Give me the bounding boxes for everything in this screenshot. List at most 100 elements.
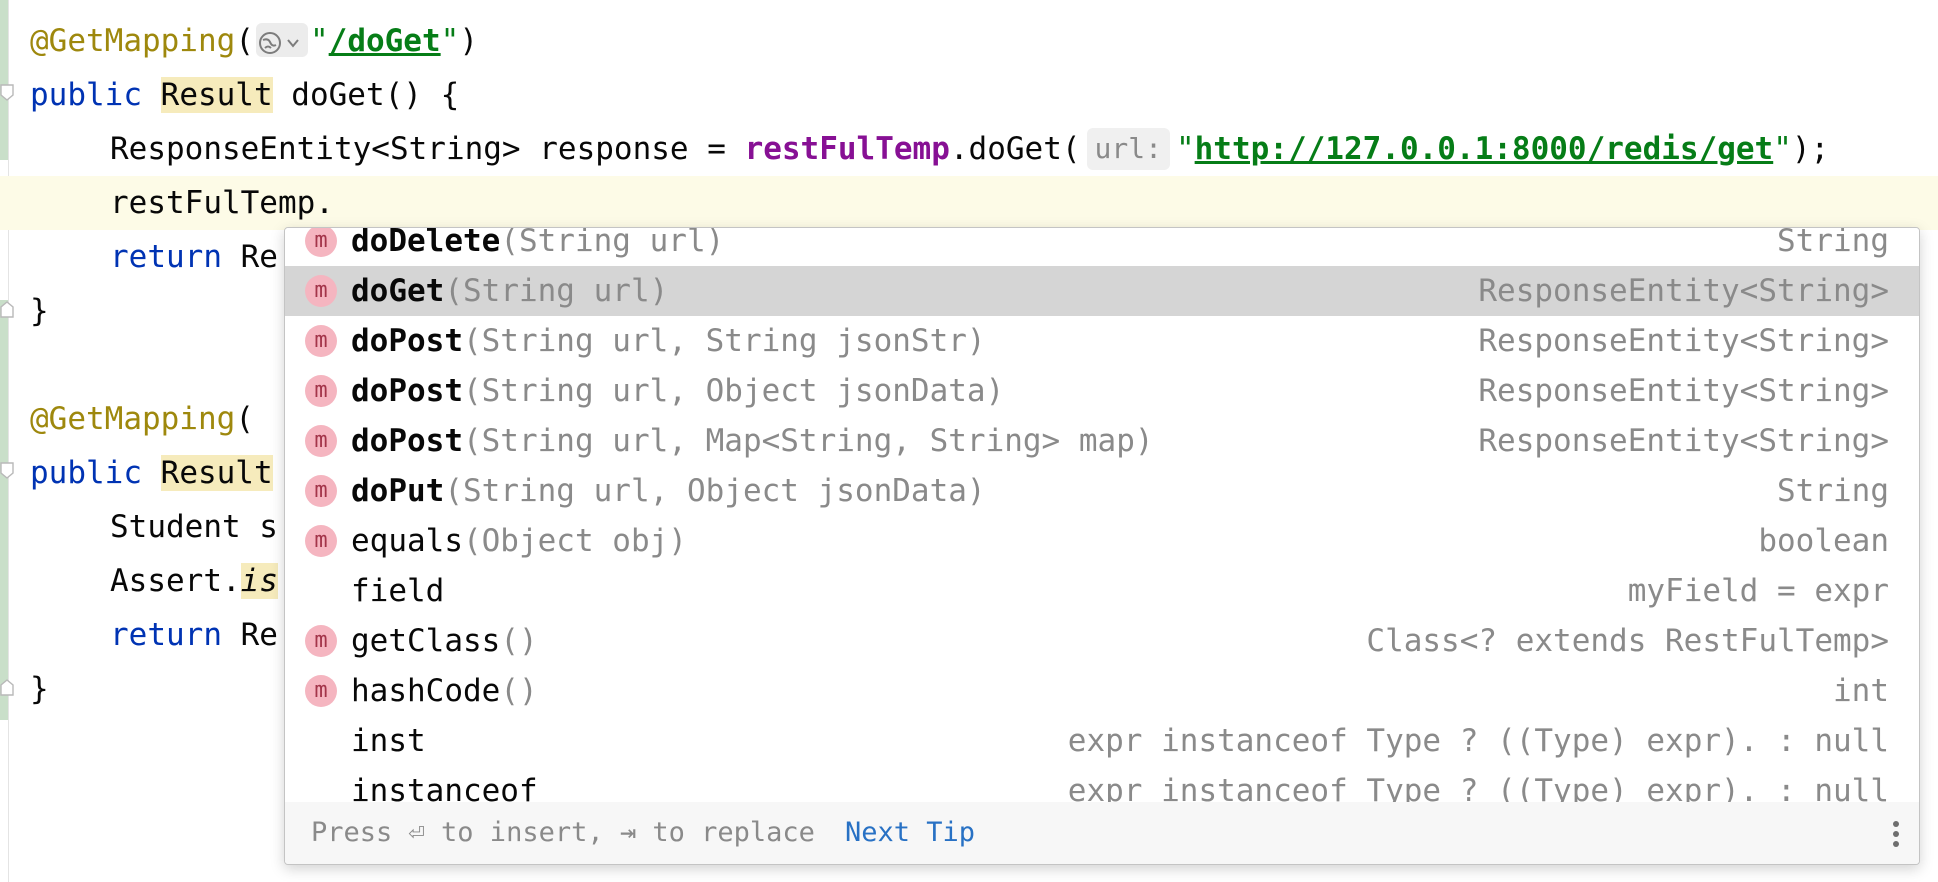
completion-item-type: int	[1833, 673, 1889, 709]
code-line-2[interactable]: public Result doGet() {	[30, 77, 460, 113]
completion-item-params: (String url)	[444, 273, 669, 309]
completion-item-label: getClass()	[351, 616, 538, 666]
fold-open-icon[interactable]	[0, 84, 14, 102]
completion-item[interactable]: field myField = expr	[285, 566, 1919, 616]
completion-item[interactable]: m hashCode() int	[285, 666, 1919, 716]
completion-item-label: doPost(String url, Map<String, String> m…	[351, 416, 1154, 466]
completion-item-params: (Object obj)	[462, 523, 687, 559]
completion-item-type: expr instanceof Type ? ((Type) expr). : …	[1067, 723, 1889, 759]
completion-item[interactable]: inst expr instanceof Type ? ((Type) expr)…	[285, 716, 1919, 766]
completion-item-type: ResponseEntity<String>	[1478, 273, 1889, 309]
method-icon: m	[305, 228, 337, 257]
completion-item-name: doPost	[351, 373, 463, 409]
change-marker	[0, 0, 8, 160]
completion-item-label: doPut(String url, Object jsonData)	[351, 466, 986, 516]
method-icon: m	[305, 625, 337, 657]
completion-item[interactable]: instanceof expr instanceof Type ? ((Type)…	[285, 766, 1919, 802]
fold-close-icon[interactable]	[0, 300, 14, 318]
completion-footer: Press ⏎ to insert, ⇥ to replace Next Tip	[285, 802, 1919, 864]
completion-item-name: doPut	[351, 473, 445, 509]
code-line-6[interactable]: }	[30, 293, 49, 329]
completion-item-label: instanceof	[351, 766, 538, 802]
url-string-link[interactable]: http://127.0.0.1:8000/redis/get	[1194, 131, 1774, 167]
completion-item-type: boolean	[1758, 523, 1889, 559]
code-line-3[interactable]: ResponseEntity<String> response = restFu…	[0, 122, 1938, 176]
completion-item-name: getClass	[351, 623, 501, 659]
completion-item-label: doDelete(String url)	[351, 228, 724, 266]
annotation: @GetMapping	[30, 23, 236, 59]
completion-item-params: (String url, Object jsonData)	[462, 373, 1005, 409]
change-marker	[0, 300, 8, 720]
method-icon: m	[305, 275, 337, 307]
gutter-divider	[8, 0, 9, 882]
completion-item-label: hashCode()	[351, 666, 538, 716]
completion-item-label: doPost(String url, String jsonStr)	[351, 316, 986, 366]
completion-item-label: doGet(String url)	[351, 266, 668, 316]
completion-item-name: instanceof	[351, 773, 538, 802]
completion-item-name: field	[351, 573, 445, 609]
globe-endpoint-icon[interactable]	[255, 22, 308, 57]
keyword: public	[30, 77, 142, 113]
mapping-path-link[interactable]: /doGet	[328, 23, 441, 59]
completion-item-name: doGet	[351, 273, 445, 309]
insert-hint: Press ⏎ to insert, ⇥ to replace	[311, 817, 815, 848]
completion-item-params: (String url, Object jsonData)	[444, 473, 986, 509]
current-line-text: restFulTemp.	[110, 185, 334, 221]
code-line-4-current[interactable]: restFulTemp.	[0, 176, 1938, 230]
completion-item[interactable]: m doDelete(String url) String	[285, 228, 1919, 266]
method-icon: m	[305, 525, 337, 557]
completion-item-type: ResponseEntity<String>	[1478, 373, 1889, 409]
code-line-8[interactable]: public Result	[30, 455, 273, 491]
completion-item-type: String	[1777, 228, 1889, 259]
completion-item-type: String	[1777, 473, 1889, 509]
next-tip-link[interactable]: Next Tip	[845, 817, 976, 848]
completion-item[interactable]: m getClass() Class<? extends RestFulTemp>	[285, 616, 1919, 666]
code-line-7[interactable]: @GetMapping(	[30, 401, 254, 437]
code-line-10[interactable]: Assert.is	[110, 563, 278, 599]
more-options-icon[interactable]	[1893, 821, 1899, 851]
completion-item-params: (String url, Map<String, String> map)	[462, 423, 1154, 459]
code-line-9[interactable]: Student s	[110, 509, 278, 545]
completion-item-params: ()	[500, 623, 538, 659]
completion-item-name: hashCode	[351, 673, 501, 709]
field-name: restFulTemp	[744, 131, 950, 167]
completion-item-params: ()	[500, 673, 538, 709]
code-line-1[interactable]: @GetMapping("/doGet")	[30, 22, 478, 59]
fold-close-icon[interactable]	[0, 678, 14, 696]
paren: (	[235, 23, 254, 59]
method-icon: m	[305, 675, 337, 707]
code-line-11[interactable]: return Re	[110, 617, 278, 653]
completion-item-type: ResponseEntity<String>	[1478, 423, 1889, 459]
type-name: Result	[160, 77, 273, 113]
completion-item-label: doPost(String url, Object jsonData)	[351, 366, 1004, 416]
completion-item-type: ResponseEntity<String>	[1478, 323, 1889, 359]
completion-item-name: equals	[351, 523, 463, 559]
completion-item-name: doDelete	[351, 228, 501, 259]
method-icon: m	[305, 325, 337, 357]
completion-item-label: equals(Object obj)	[351, 516, 687, 566]
completion-item-label: field	[351, 566, 444, 616]
code-line-12[interactable]: }	[30, 671, 49, 707]
completion-item-type: expr instanceof Type ? ((Type) expr). : …	[1067, 773, 1889, 802]
method-icon: m	[305, 475, 337, 507]
completion-item-name: inst	[351, 723, 426, 759]
completion-item-type: Class<? extends RestFulTemp>	[1366, 623, 1889, 659]
completion-item-label: inst	[351, 716, 426, 766]
completion-item-type: myField = expr	[1627, 573, 1889, 609]
completion-item-params: (String url, String jsonStr)	[462, 323, 986, 359]
fold-open-icon[interactable]	[0, 462, 14, 480]
completion-item-name: doPost	[351, 423, 463, 459]
completion-item-params: (String url)	[500, 228, 725, 259]
code-line-5[interactable]: return Re	[110, 239, 278, 275]
parameter-hint: url:	[1086, 127, 1170, 170]
method-icon: m	[305, 425, 337, 457]
completion-item-name: doPost	[351, 323, 463, 359]
